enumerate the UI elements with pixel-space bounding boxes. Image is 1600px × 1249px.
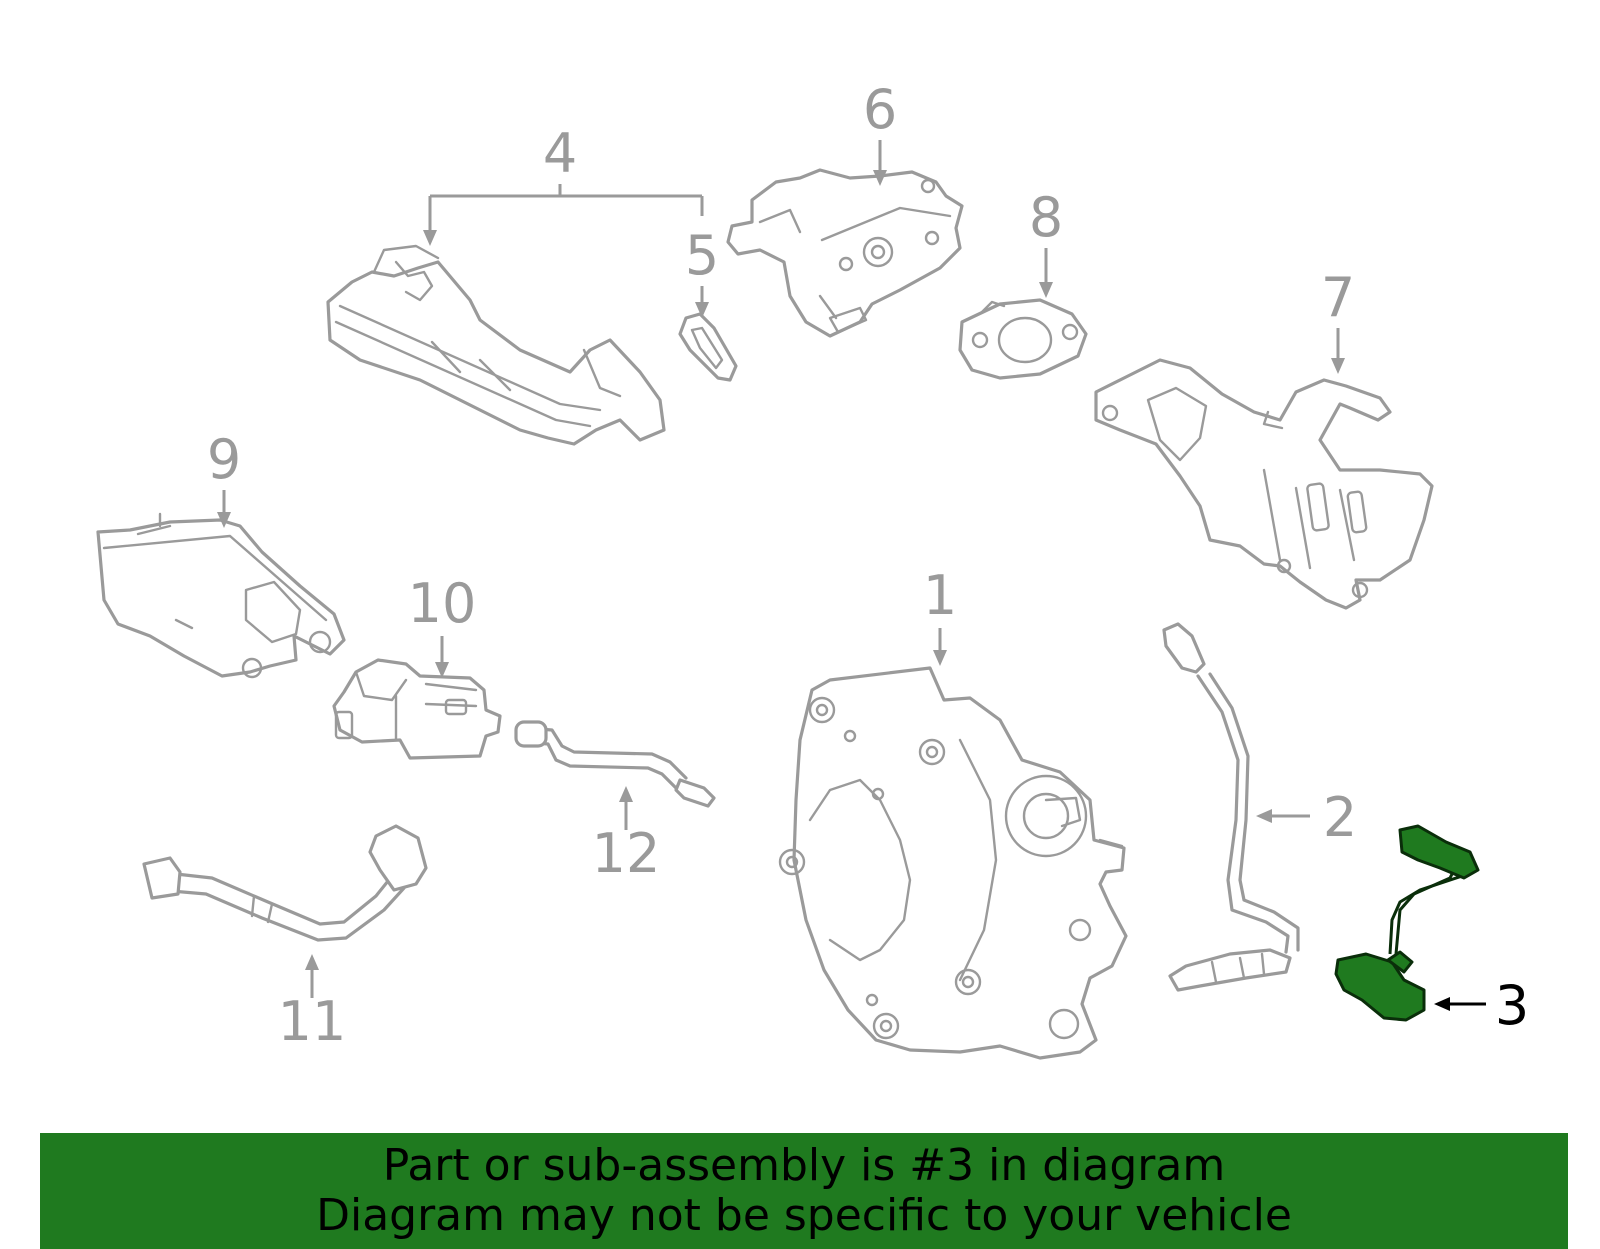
callout-12: 12 (592, 822, 661, 885)
part-6-egr-valve[interactable] (726, 168, 964, 338)
leader-lines (217, 140, 1486, 1011)
part-7-egr-pipe[interactable] (1094, 358, 1434, 610)
part-2-oxygen-sensor[interactable] (1162, 622, 1300, 992)
arrow-12 (619, 786, 633, 802)
callout-1: 1 (923, 564, 957, 627)
arrow-10 (435, 662, 449, 678)
callout-9: 9 (207, 428, 241, 491)
arrow-11 (305, 954, 319, 970)
banner-line-1: Part or sub-assembly is #3 in diagram (382, 1140, 1226, 1191)
callout-6: 6 (863, 78, 897, 141)
callout-2: 2 (1323, 786, 1357, 849)
part-1-vacuum-pump[interactable] (778, 666, 1128, 1060)
info-banner: Part or sub-assembly is #3 in diagram Di… (40, 1133, 1568, 1249)
arrow-3 (1434, 997, 1450, 1011)
callout-3: 3 (1495, 974, 1529, 1037)
callout-11: 11 (278, 990, 347, 1053)
arrow-1 (933, 650, 947, 666)
arrow-7 (1331, 358, 1345, 374)
arrow-4 (423, 230, 437, 246)
callout-8: 8 (1029, 186, 1063, 249)
arrow-6 (873, 170, 887, 186)
callout-5: 5 (685, 224, 719, 287)
banner-line-2: Diagram may not be specific to your vehi… (316, 1190, 1292, 1241)
part-5-gasket[interactable] (678, 312, 738, 382)
callout-4: 4 (543, 122, 577, 185)
part-3-oxygen-sensor-highlighted[interactable] (1334, 824, 1480, 1022)
arrow-9 (217, 512, 231, 528)
callout-7: 7 (1321, 266, 1355, 329)
part-12-pipe[interactable] (514, 720, 716, 808)
arrow-8 (1039, 282, 1053, 298)
part-11-hose[interactable] (142, 824, 428, 942)
part-8-gasket[interactable] (958, 298, 1088, 380)
callout-10: 10 (408, 572, 477, 635)
arrow-5 (695, 302, 709, 318)
part-4-egr-cooler[interactable] (326, 244, 666, 446)
arrow-2 (1256, 809, 1272, 823)
part-9-canister[interactable] (96, 512, 346, 679)
part-10-purge-valve[interactable] (332, 658, 502, 760)
